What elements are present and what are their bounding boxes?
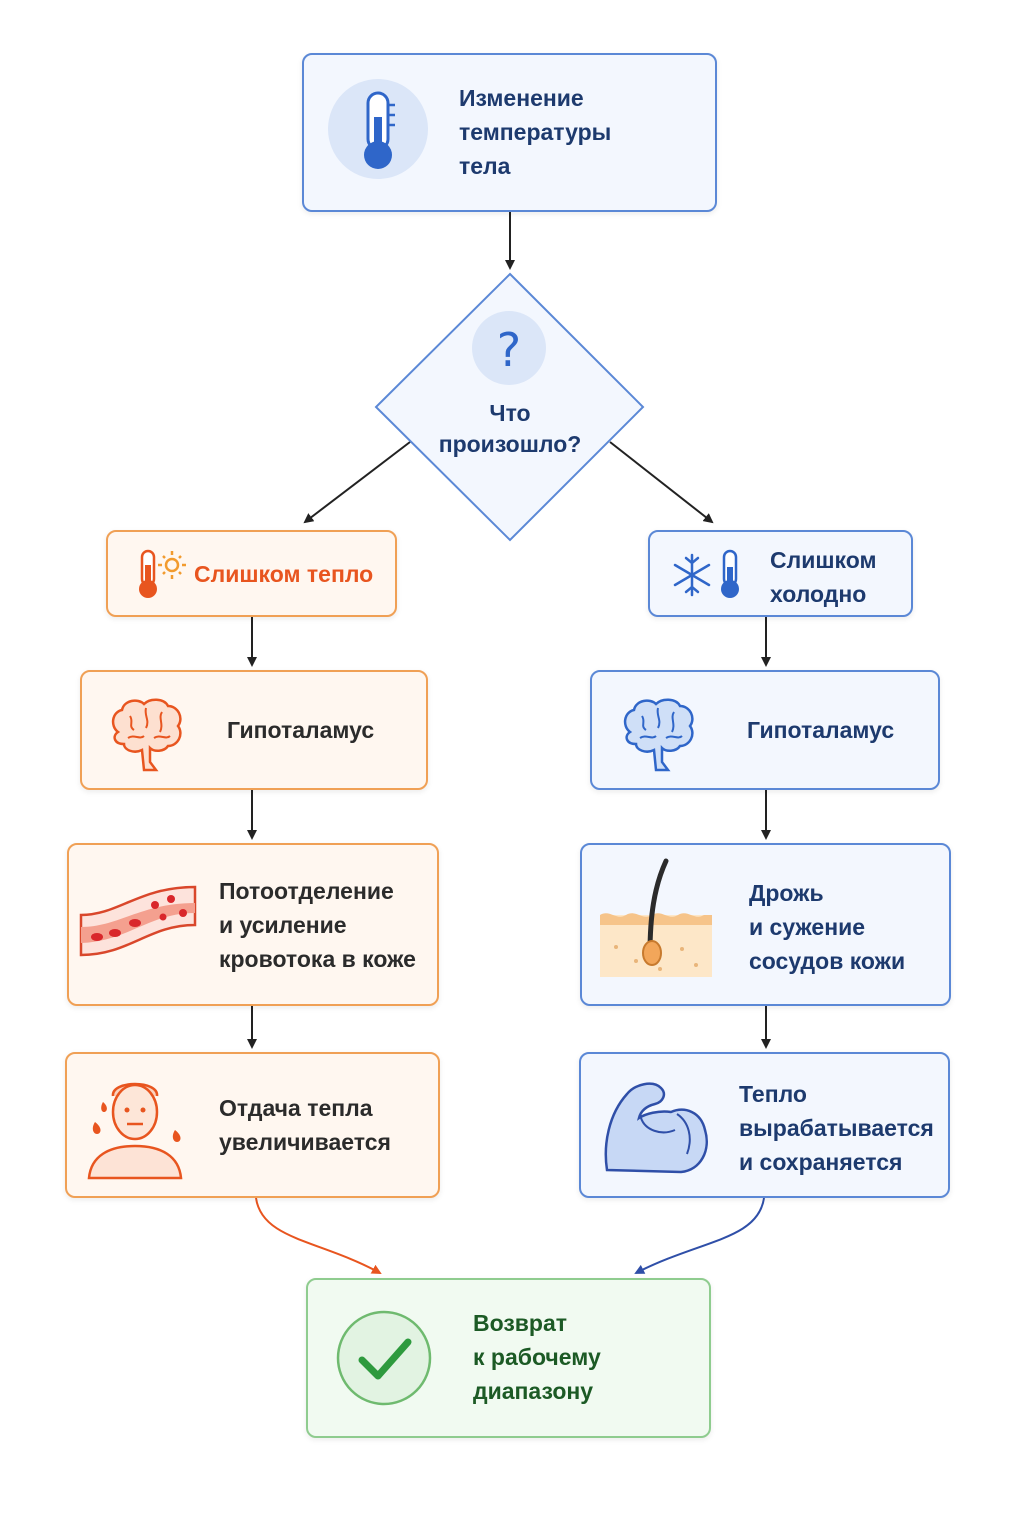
hot-thermometer-sun-icon xyxy=(139,549,186,598)
brain-icon xyxy=(623,698,694,772)
hot-title-label: Слишком тепло xyxy=(194,561,374,587)
skin-hair-icon xyxy=(600,858,712,977)
hot-result-node: Отдача тепла увеличивается xyxy=(65,1052,440,1198)
hot-response-node: Потоотделение и усиление кровотока в кож… xyxy=(67,843,439,1006)
snowflake-thermometer-icon xyxy=(673,549,739,598)
flexed-arm-icon xyxy=(604,1082,708,1174)
cold-hypothalamus-node: Гипоталамус xyxy=(590,670,940,790)
question-icon: ? xyxy=(472,311,546,385)
arrow-cold-end xyxy=(634,1197,765,1274)
hot-hypothalamus-node: Гипоталамус xyxy=(80,670,428,790)
start-node: Изменение температуры тела xyxy=(302,53,717,212)
arrow-hot-end xyxy=(255,1197,382,1274)
end-node: Возврат к рабочему диапазону xyxy=(306,1278,711,1438)
end-label: Возврат к рабочему диапазону xyxy=(473,1310,601,1404)
cold-result-node: Тепло вырабатывается и сохраняется xyxy=(579,1052,950,1198)
thermometer-icon xyxy=(328,79,428,179)
hot-result-label: Отдача тепла увеличивается xyxy=(219,1095,391,1155)
decision-label: Что произошло? xyxy=(438,400,582,457)
hot-hypothalamus-label: Гипоталамус xyxy=(227,717,375,743)
hot-title-node: Слишком тепло xyxy=(106,530,397,617)
arrow-decision-hot xyxy=(303,441,411,524)
arrow-decision-cold xyxy=(609,441,714,524)
cold-response-label: Дрожь и сужение сосудов кожи xyxy=(749,880,906,974)
svg-text:?: ? xyxy=(497,323,521,377)
cold-title-label: Слишком холодно xyxy=(770,547,877,607)
checkmark-icon xyxy=(336,1310,432,1406)
hot-response-label: Потоотделение и усиление кровотока в кож… xyxy=(219,878,416,972)
cold-response-node: Дрожь и сужение сосудов кожи xyxy=(580,843,951,1006)
cold-title-node: Слишком холодно xyxy=(648,530,913,617)
cold-hypothalamus-label: Гипоталамус xyxy=(747,717,895,743)
start-label: Изменение температуры тела xyxy=(459,85,612,179)
blood-vessel-icon xyxy=(79,885,197,957)
sweating-person-icon xyxy=(87,1082,183,1180)
decision-diamond xyxy=(374,272,645,542)
brain-icon xyxy=(111,698,182,772)
cold-result-label: Тепло вырабатывается и сохраняется xyxy=(739,1081,934,1175)
